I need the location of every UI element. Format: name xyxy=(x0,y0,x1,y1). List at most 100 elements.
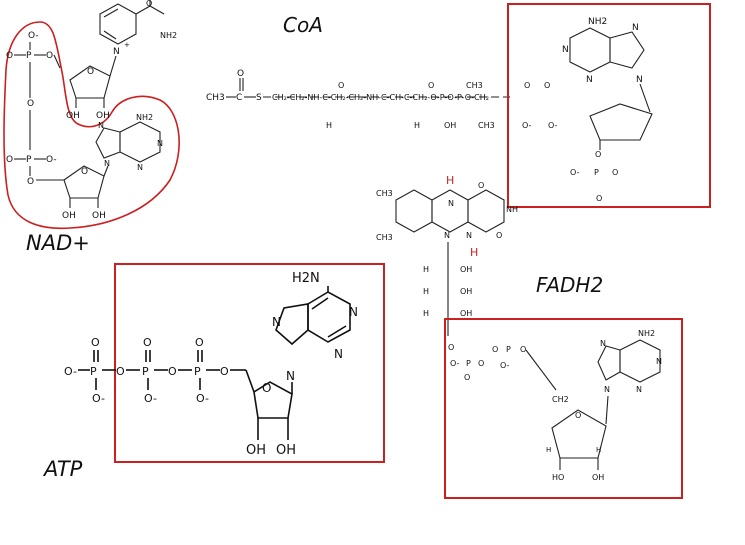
coa-3p-ominus: O- xyxy=(570,168,580,177)
nad-ominus-2: O- xyxy=(46,155,57,165)
nad-bond xyxy=(103,165,109,177)
nad-bond xyxy=(135,5,151,15)
fadh2-ch3-1: CH3 xyxy=(376,189,393,198)
nad-pyridine-ring xyxy=(99,3,137,45)
fadh2-amp-ch2: CH2 xyxy=(552,395,569,404)
svg-text:H: H xyxy=(423,287,429,296)
svg-text:H: H xyxy=(546,446,551,454)
fadh2-amp-o-2: O xyxy=(520,345,526,354)
coa-nh-1: H xyxy=(326,121,332,130)
coa-adenine-6ring xyxy=(569,27,611,73)
atp-ribose xyxy=(253,381,293,419)
fadh2-amp-p: P xyxy=(506,345,511,354)
coa-amide-o-1: O xyxy=(338,81,344,90)
atp-ribose-o: O xyxy=(262,381,271,395)
coa-c-acyl: C xyxy=(236,93,242,103)
fadh2-ribityl-o: O xyxy=(448,343,454,352)
coa-ch3-branch-2: CH3 xyxy=(478,121,495,130)
coa-structure: CoA CH3 C O S CH₂-CH₂-NH-C-CH₂-CH₂-NH-C-… xyxy=(206,3,711,208)
coa-p-o-1: O xyxy=(524,81,530,90)
nad-p-1: P xyxy=(26,51,32,61)
atp-adenine-n9: N xyxy=(286,369,295,383)
fadh2-label: FADH2 xyxy=(536,273,603,297)
coa-adenine-n1: N xyxy=(562,45,569,55)
atp-adenosine-highlight-box xyxy=(114,263,385,463)
fadh2-p-o-1: O xyxy=(478,359,484,368)
nad-amide-nh2: NH2 xyxy=(160,31,177,40)
atp-ominus-1: O- xyxy=(64,365,77,378)
svg-text:CH₂-CH₂-NH-C-CH₂-CH₂-NH-C-CH-C: CH₂-CH₂-NH-C-CH₂-CH₂-NH-C-CH-C-CH₂-O-P-O… xyxy=(272,93,489,102)
fadh2-nh: NH xyxy=(506,205,518,214)
nad-bond xyxy=(103,30,117,40)
coa-adenine-nh2: NH2 xyxy=(588,17,607,27)
atp-oh-1: OH xyxy=(246,443,266,458)
fadh2-added-h-2: H xyxy=(470,246,478,259)
coa-ribose-o: O xyxy=(595,150,601,159)
fadh2-o-4: O xyxy=(478,181,484,190)
nad-label: NAD+ xyxy=(26,231,90,255)
coa-s: S xyxy=(256,93,262,103)
coa-ribose xyxy=(589,103,653,141)
atp-p-beta: P xyxy=(142,365,149,378)
fadh2-amp-ominus: O- xyxy=(500,361,510,370)
coa-p-ominus-2: O- xyxy=(548,121,558,130)
atp-p-gamma: P xyxy=(90,365,97,378)
nad-adenine-5ring xyxy=(95,127,121,159)
fadh2-ribose xyxy=(551,409,607,459)
atp-ominus-alpha: O- xyxy=(196,392,209,405)
fadh2-oh-2: OH xyxy=(460,287,472,296)
nad-structure: O- O P O O O P O- O N + O NH2 O OH xyxy=(3,0,180,255)
fadh2-adenine-n1: N xyxy=(656,357,662,366)
coa-ch3-branch: CH3 xyxy=(466,81,483,90)
atp-ominus-beta: O- xyxy=(144,392,157,405)
coa-ch3: CH3 xyxy=(206,93,225,103)
nad-nplus: N xyxy=(113,47,120,57)
fadh2-p-o-2: O xyxy=(464,373,470,382)
atp-o-bridge-2: O xyxy=(168,365,177,378)
svg-text:+: + xyxy=(124,41,130,49)
nad-ribose-o-2: O xyxy=(81,167,88,177)
nad-highlight-outline xyxy=(3,21,180,230)
nad-ribose-lower xyxy=(63,165,105,199)
coa-p-ominus-1: O- xyxy=(522,121,532,130)
atp-adenine-n3: N xyxy=(334,347,343,361)
nad-adenine-nh2: NH2 xyxy=(136,113,153,122)
coa-nh-2: H xyxy=(414,121,420,130)
nad-o-1: O xyxy=(6,51,13,61)
nad-adenine-n3: N xyxy=(137,163,143,172)
nad-adenine-n9: N xyxy=(104,159,110,168)
fadh2-adenine-5ring xyxy=(597,345,621,381)
fadh2-adenine-n9: N xyxy=(604,385,610,394)
coa-adenine-n3: N xyxy=(586,75,593,85)
fadh2-adenine-nh2: NH2 xyxy=(638,329,655,338)
coa-amide-o-2: O xyxy=(428,81,434,90)
nad-ribose-o-1: O xyxy=(87,67,94,77)
nad-amide-o: O xyxy=(146,0,152,8)
coa-o-acyl: O xyxy=(237,69,244,79)
nad-o-3: O xyxy=(6,155,13,165)
nad-bond xyxy=(103,8,119,18)
nad-bond xyxy=(53,54,61,69)
fadh2-amp-highlight-box xyxy=(444,318,683,499)
fadh2-n1: N xyxy=(466,231,472,240)
fadh2-added-h-1: H xyxy=(446,174,454,187)
atp-o-5prime: O xyxy=(220,365,229,378)
coa-3p-o-bottom: O xyxy=(596,194,602,203)
svg-text:H: H xyxy=(423,265,429,274)
fadh2-o-2: O xyxy=(496,231,502,240)
atp-adenine-5ring xyxy=(275,303,309,346)
atp-o-beta: O xyxy=(143,336,152,349)
atp-o-gamma: O xyxy=(91,336,100,349)
nad-adenine-6ring xyxy=(119,121,161,163)
nad-adenine-n7: N xyxy=(98,121,104,130)
nad-ribose-upper xyxy=(69,65,111,99)
fadh2-p-ominus-1: O- xyxy=(450,359,460,368)
nad-adenine-n1: N xyxy=(157,139,163,148)
fadh2-ch3-2: CH3 xyxy=(376,233,393,242)
coa-adenine-n7: N xyxy=(632,23,639,33)
fadh2-ring-c xyxy=(467,189,505,233)
atp-adenine-n1: N xyxy=(349,305,358,319)
fadh2-oh-ribose: OH xyxy=(592,473,604,482)
fadh2-p-1: P xyxy=(466,359,471,368)
atp-o-bridge-1: O xyxy=(116,365,125,378)
